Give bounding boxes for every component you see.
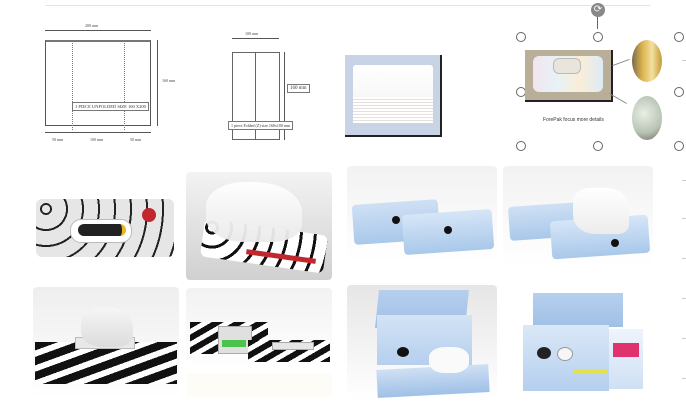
blue-wipes-open-pack-photo [503,166,653,266]
rotate-handle[interactable]: ⟳ [591,3,605,17]
black-white-wipes-pack-photo [32,172,178,280]
detail-zoom-photo-top [632,40,662,82]
middle-segment-label: 100 mm [90,137,104,142]
resize-handle-top-right[interactable] [674,32,684,42]
edge-marker [682,338,686,339]
width-label: 200 mm [85,23,99,28]
resize-handle-top-left[interactable] [516,32,526,42]
image-caption: ForePak focus more details [543,117,604,123]
height-label: 160 mm [162,78,176,83]
selected-image-group[interactable]: ⟳ ForePak focus more details [516,3,684,151]
folded-width-label: 100 mm [245,31,259,36]
folded-height-label: 160 mm [287,84,310,93]
unfolded-size-label: 1 PIECE UNFOLDED SIZE 160 X200 [72,102,149,111]
unfolded-size-diagram: 200 mm 160 mm 1 PIECE UNFOLDED SIZE 160 … [40,20,190,145]
edge-marker [682,378,686,379]
right-segment-label: 50 mm [130,137,142,142]
resize-handle-top-center[interactable] [593,32,603,42]
zebra-tissue-box-photo [33,287,179,399]
resize-handle-bottom-right[interactable] [674,141,684,151]
folded-size-diagram: 100 mm 160 mm 1 piece Folded (Z) size 16… [225,28,325,143]
resize-handle-middle-right[interactable] [674,87,684,97]
edge-marker [682,60,686,61]
folded-size-label: 1 piece Folded (Z) size 160x100 mm [228,121,294,130]
placeholder-photo [186,373,332,397]
black-white-wipes-open-photo [186,172,332,280]
rotate-icon: ⟳ [593,4,603,15]
edge-marker [682,298,686,299]
detail-zoom-photo-bottom [632,96,662,140]
edge-marker [682,218,686,219]
zebra-wipes-boxes-photo [186,288,332,368]
top-divider [45,5,650,6]
blue-wipes-two-packs-photo [347,166,497,261]
resize-handle-bottom-center[interactable] [593,141,603,151]
forepak-pack-photo [525,50,613,102]
stacked-white-wipes-photo [345,55,442,137]
edge-marker [682,258,686,259]
hand-mouth-wipes-packs-photo [347,285,497,400]
edge-marker [682,180,686,181]
left-segment-label: 50 mm [52,137,64,142]
resize-handle-bottom-left[interactable] [516,141,526,151]
hand-mouth-wipes-multipack-photo [503,285,653,400]
